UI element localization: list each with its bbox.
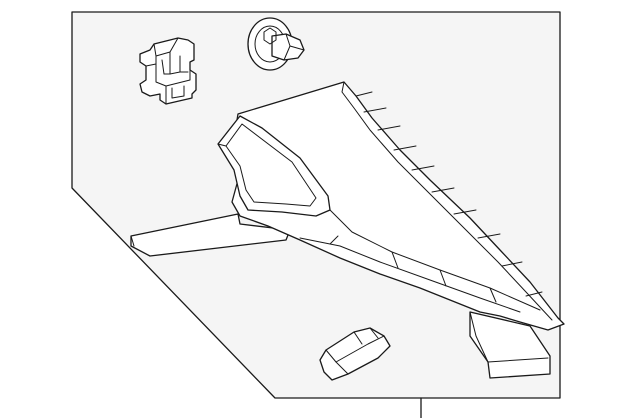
small-cover-clip-icon [319, 327, 391, 381]
push-fastener-icon [247, 17, 305, 71]
retainer-clip-icon [139, 37, 197, 105]
pillar-trim-panel-icon [130, 81, 565, 379]
